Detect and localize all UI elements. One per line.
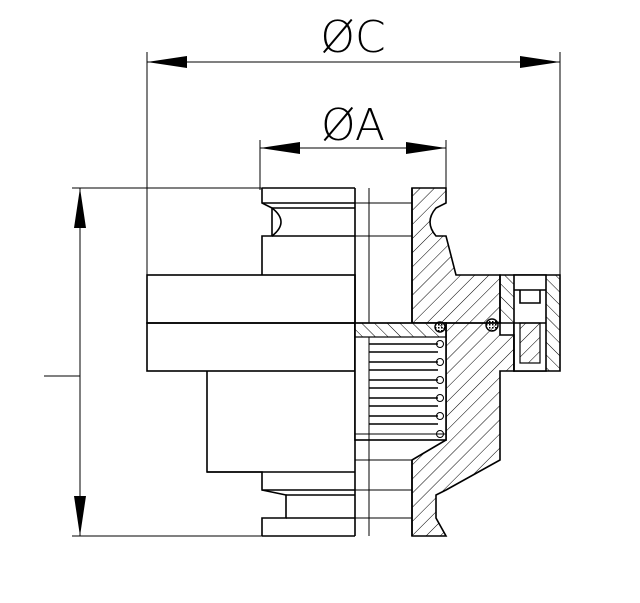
spring-seat: [354, 322, 447, 338]
exterior-view: [146, 187, 356, 537]
spring-coil-end: [436, 376, 444, 384]
spring: [355, 337, 446, 440]
inner-diameter-label: ØA: [321, 100, 385, 151]
height-dimension: [44, 187, 262, 537]
o-ring-upper: [434, 321, 446, 333]
spring-coil: [369, 379, 438, 389]
spring-chamber: [354, 322, 447, 441]
section-view: [354, 187, 561, 537]
spring-coil: [369, 343, 438, 353]
outer-diameter-dimension: ØC: [146, 12, 561, 275]
o-ring-clamp: [485, 318, 499, 332]
lower-body-outline: [206, 371, 287, 536]
spring-coil: [369, 361, 438, 371]
spring-coil: [369, 415, 438, 425]
spring-coil-end: [436, 340, 444, 348]
top-ferrule-outline: [261, 188, 273, 275]
inner-left-arrow: [260, 142, 300, 154]
outer-diameter-label: ØC: [320, 12, 385, 63]
height-bottom-arrow: [74, 496, 86, 536]
upper-body-section: [411, 187, 501, 324]
lower-body-section: [411, 322, 515, 537]
top-ferrule-groove-curve: [271, 207, 282, 237]
outer-left-arrow: [147, 56, 187, 68]
spring-coil-end: [436, 412, 444, 420]
inner-right-arrow: [406, 142, 446, 154]
spring-coil-end: [436, 358, 444, 366]
inner-diameter-dimension: ØA: [259, 100, 447, 190]
spring-coil: [369, 397, 438, 407]
body-flange-upper: [146, 274, 356, 324]
set-screw-body: [519, 322, 541, 364]
spring-coil-end: [436, 394, 444, 402]
body-flange-lower: [146, 322, 356, 372]
height-top-arrow: [74, 188, 86, 228]
outer-right-arrow: [520, 56, 560, 68]
